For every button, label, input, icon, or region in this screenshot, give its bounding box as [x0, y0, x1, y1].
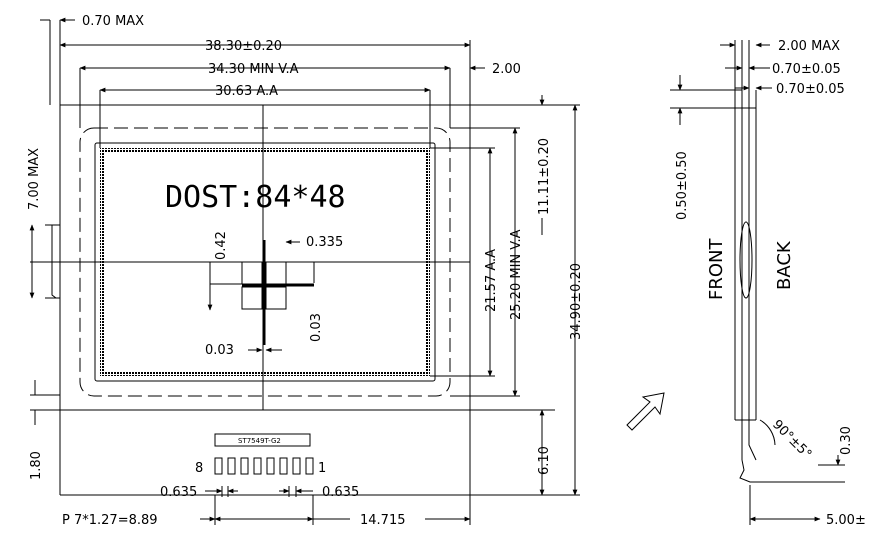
- layer-1-label: 0.70±0.05: [772, 62, 841, 77]
- left-offset-label: 7.00 MAX: [27, 148, 42, 210]
- pixel-width-label: 0.335: [306, 235, 343, 250]
- thickness-max-label: 0.70 MAX: [82, 14, 144, 29]
- pixel-gap-v-label: 0.03: [309, 313, 324, 342]
- pin-offset-label: 14.715: [360, 513, 406, 528]
- tail-height-label: 6.10: [537, 446, 552, 475]
- pixel-height-label: 0.42: [214, 231, 229, 260]
- module-outline: [59, 104, 471, 411]
- lead-length-label: 5.00±: [826, 513, 866, 528]
- side-view-labels: 2.00 MAX 0.70±0.05 0.70±0.05 0.50±0.50 F…: [675, 39, 866, 528]
- edge-offset-label: 2.00: [492, 62, 521, 77]
- layer-2-label: 0.70±0.05: [776, 82, 845, 97]
- pin-first-label: 8: [195, 461, 203, 476]
- ic-label: ST7549T-G2: [238, 437, 281, 445]
- adhesive-ellipse: [739, 221, 753, 299]
- outline-width-label: 38.30±0.20: [205, 39, 282, 54]
- display-label: DOST:84*48: [165, 180, 346, 215]
- va-height-label: 25.20 MIN V.A: [509, 229, 524, 320]
- aa-width-label: 30.63 A.A: [215, 84, 278, 99]
- pin-width-left-label: 0.635: [160, 485, 197, 500]
- pixel-gap-h-label: 0.03: [205, 343, 234, 358]
- front-label: FRONT: [706, 238, 727, 300]
- lead-thickness-label: 0.30: [839, 426, 854, 455]
- top-offset-label: 0.50±0.50: [675, 151, 690, 220]
- view-direction-arrow: [626, 392, 665, 431]
- va-width-label: 34.30 MIN V.A: [208, 62, 299, 77]
- pin-width-right-label: 0.635: [322, 485, 359, 500]
- side-view: [626, 40, 845, 525]
- bend-angle-label: 90°±5°: [769, 417, 814, 462]
- bottom-margin-label: 1.80: [29, 451, 44, 480]
- outline-height-label: 34.90±0.20: [569, 263, 584, 340]
- pin-last-label: 1: [318, 461, 326, 476]
- top-offset-label: 11.11±0.20: [537, 138, 552, 215]
- back-label: BACK: [774, 240, 795, 290]
- pitch-label: P 7*1.27=8.89: [62, 513, 158, 528]
- front-view-labels: 0.70 MAX 38.30±0.20 34.30 MIN V.A 2.00 3…: [27, 14, 584, 528]
- aa-height-label: 21.57 A.A: [484, 249, 499, 312]
- total-thickness-label: 2.00 MAX: [778, 39, 840, 54]
- front-view: [29, 17, 580, 525]
- ic-chip: [214, 433, 311, 447]
